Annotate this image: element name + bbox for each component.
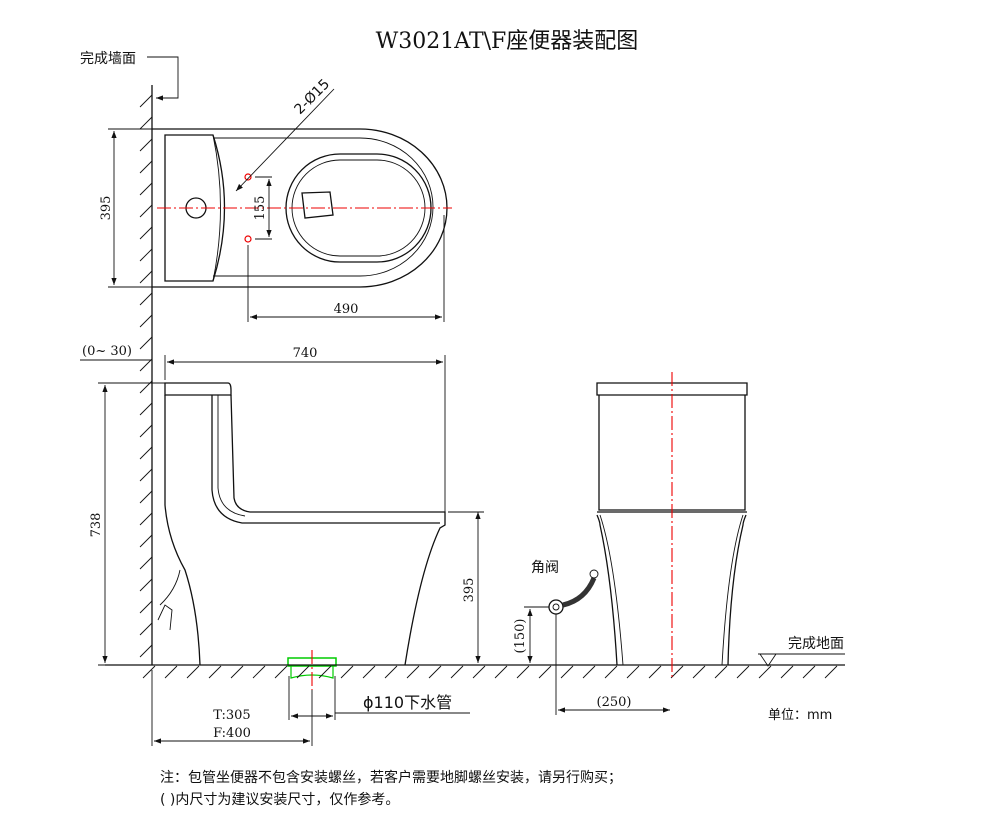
- wall-label: 完成墙面: [80, 51, 136, 67]
- dim-rough-in-f: F:400: [213, 726, 251, 741]
- dim-valve-offset: (250): [597, 695, 632, 710]
- dim-height: 738: [89, 513, 104, 538]
- dim-rough-in-t: T:305: [213, 708, 250, 723]
- drain-label: ϕ110下水管: [363, 693, 452, 712]
- dim-top-depth: 395: [99, 196, 114, 221]
- dim-hole-to-front: 490: [334, 302, 359, 317]
- angle-valve-label: 角阀: [531, 560, 559, 576]
- unit-label: 单位：mm: [768, 708, 832, 723]
- floor-marker: [758, 653, 845, 667]
- dim-seat-height: 395: [462, 578, 477, 603]
- note-2: ( )内尺寸为建议安装尺寸，仅作参考。: [160, 791, 399, 808]
- dim-length: 740: [293, 346, 318, 361]
- dim-wall-gap: (0~ 30): [82, 344, 132, 359]
- front-view: [548, 372, 748, 680]
- floor-label: 完成地面: [788, 636, 844, 652]
- drawing-title: W3021AT\F座便器装配图: [376, 29, 639, 54]
- wall-leader: [147, 56, 179, 101]
- finished-wall: [139, 85, 153, 665]
- finished-floor: [105, 664, 845, 679]
- dim-hole-spacing: 155: [253, 196, 268, 221]
- top-view: [152, 128, 452, 288]
- dim-valve-height: (150): [513, 619, 528, 654]
- note-1: 注：包管坐便器不包含安装螺丝，若客户需要地脚螺丝安装，请另行购买；: [160, 769, 622, 786]
- side-view: [157, 382, 446, 690]
